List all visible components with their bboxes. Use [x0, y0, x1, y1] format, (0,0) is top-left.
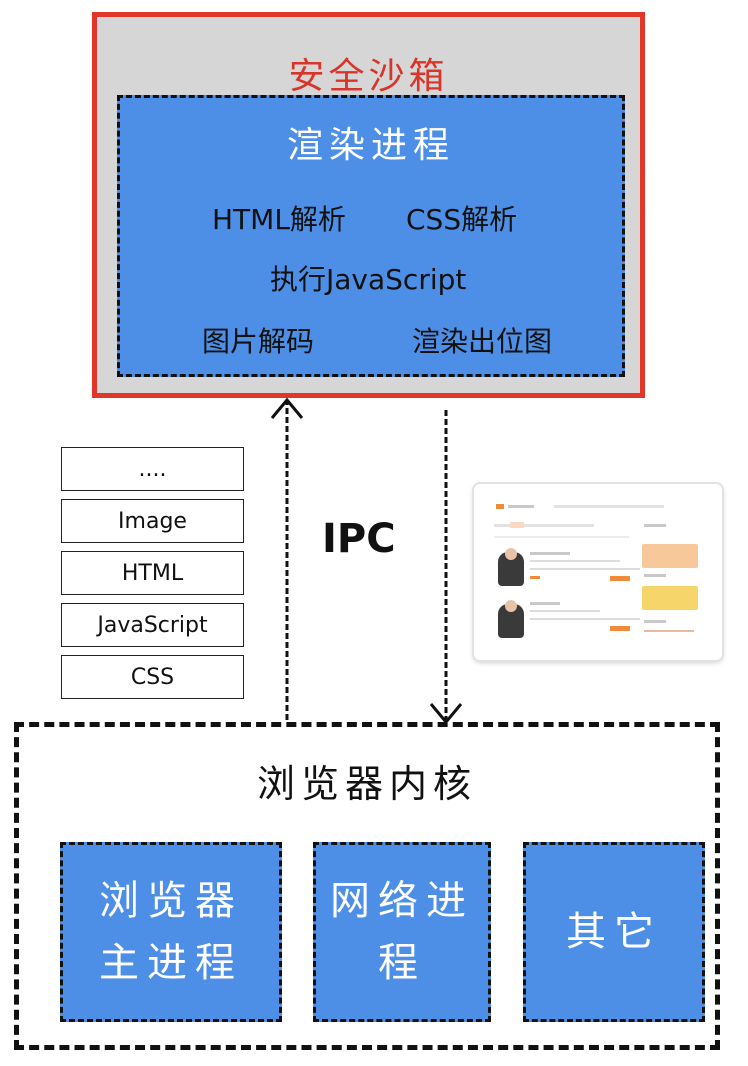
renderer-title: 渲染进程: [120, 116, 622, 168]
execute-js-label: 执行JavaScript: [270, 258, 466, 298]
kernel-title: 浏览器内核: [19, 753, 715, 808]
security-sandbox: 安全沙箱 渲染进程 HTML解析 CSS解析 执行JavaScript 图片解码…: [92, 12, 645, 398]
process-label-line2: 主进程: [99, 940, 243, 986]
resource-javascript: JavaScript: [61, 603, 244, 647]
ipc-label: IPC: [322, 516, 396, 562]
html-parse-label: HTML解析: [212, 198, 346, 238]
process-label-line1: 网络进: [330, 878, 474, 924]
process-label-line1: 浏览器: [99, 878, 243, 924]
image-decode-label: 图片解码: [202, 320, 314, 360]
browser-main-process: 浏览器主进程: [60, 842, 282, 1022]
process-label-line2: 程: [378, 940, 426, 986]
css-parse-label: CSS解析: [406, 198, 517, 238]
renderer-process: 渲染进程 HTML解析 CSS解析 执行JavaScript 图片解码 渲染出位…: [117, 95, 625, 377]
sandbox-title: 安全沙箱: [97, 47, 640, 99]
resource-html: HTML: [61, 551, 244, 595]
up-arrow-head: [272, 400, 302, 418]
resource-more: ....: [61, 447, 244, 491]
rendered-page-thumbnail: [474, 484, 722, 660]
network-process: 网络进程: [313, 842, 491, 1022]
process-label-line1: 其它: [566, 909, 662, 955]
other-process: 其它: [523, 842, 705, 1022]
down-arrow-head: [431, 704, 461, 722]
resource-image: Image: [61, 499, 244, 543]
browser-kernel: 浏览器内核 浏览器主进程 网络进程 其它: [14, 722, 720, 1050]
resource-css: CSS: [61, 655, 244, 699]
render-bitmap-label: 渲染出位图: [412, 320, 552, 360]
